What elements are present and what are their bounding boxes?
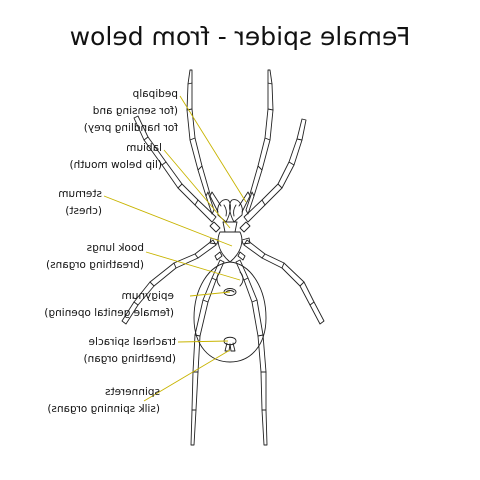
label-tracheal-spiracle: tracheal spiracle (breathing organ) xyxy=(84,334,177,368)
leg-3-left xyxy=(243,239,325,325)
labium-shape xyxy=(222,221,238,233)
leader-book-lungs xyxy=(145,251,241,281)
label-labium-desc: (lip below mouth) xyxy=(69,159,162,171)
label-pedipalp-name: pedipalp xyxy=(132,88,178,100)
label-spinnerets: spinnerets (silk spinning organs) xyxy=(47,384,160,418)
label-sternum: sternum (chest) xyxy=(58,186,102,220)
label-sternum-name: sternum xyxy=(58,188,102,200)
leader-spinnerets xyxy=(143,349,231,402)
leg-1-right xyxy=(186,69,215,215)
chelicerae xyxy=(217,199,243,223)
pedipalp-right xyxy=(209,191,222,213)
leader-pedipalp xyxy=(179,95,247,203)
label-epigynum-desc: (female genital opening) xyxy=(44,307,174,319)
leg-4-right xyxy=(190,259,225,446)
leader-labium xyxy=(163,149,231,229)
book-lung-left xyxy=(239,271,244,287)
label-pedipalp-desc: (for sensing and xyxy=(92,105,178,117)
label-pedipalp: pedipalp (for sensing and for handling p… xyxy=(84,86,178,137)
abdomen-shape xyxy=(193,261,267,363)
leader-sternum xyxy=(103,195,233,247)
label-labium-name: labium xyxy=(126,142,162,154)
label-tracheal-spiracle-desc: (breathing organ) xyxy=(83,353,177,365)
label-epigynum-name: epigynum xyxy=(121,290,174,302)
label-spinnerets-name: spinnerets xyxy=(105,386,160,398)
label-sternum-desc: (chest) xyxy=(65,205,102,217)
leg-3-right xyxy=(121,239,217,325)
leader-lines xyxy=(103,95,247,402)
leader-epigynum xyxy=(189,291,231,297)
leg-1-left xyxy=(245,69,274,215)
pedipalp-left xyxy=(238,191,251,213)
spinnerets-shape xyxy=(223,336,237,352)
label-book-lungs: book lungs (breathing organs) xyxy=(46,240,144,274)
leader-tracheal-spiracle xyxy=(177,340,229,343)
label-tracheal-spiracle-name: tracheal spiracle xyxy=(88,336,176,348)
label-epigynum: epigynum (female genital opening) xyxy=(44,288,174,322)
leg-4-left xyxy=(235,259,268,446)
diagram-title: Female spider - from below xyxy=(69,22,411,51)
epigynum-shape xyxy=(223,288,237,296)
label-spinnerets-desc: (silk spinning organs) xyxy=(47,403,160,415)
label-book-lungs-desc: (breathing organs) xyxy=(46,259,144,271)
leg-2-left xyxy=(243,118,307,223)
sternum-shape xyxy=(217,231,243,263)
book-lung-right xyxy=(216,271,221,287)
label-book-lungs-name: book lungs xyxy=(86,242,144,254)
label-pedipalp-desc2: for handling prey) xyxy=(83,122,178,134)
leg-2-right xyxy=(133,115,217,223)
label-labium: labium (lip below mouth) xyxy=(69,140,162,174)
